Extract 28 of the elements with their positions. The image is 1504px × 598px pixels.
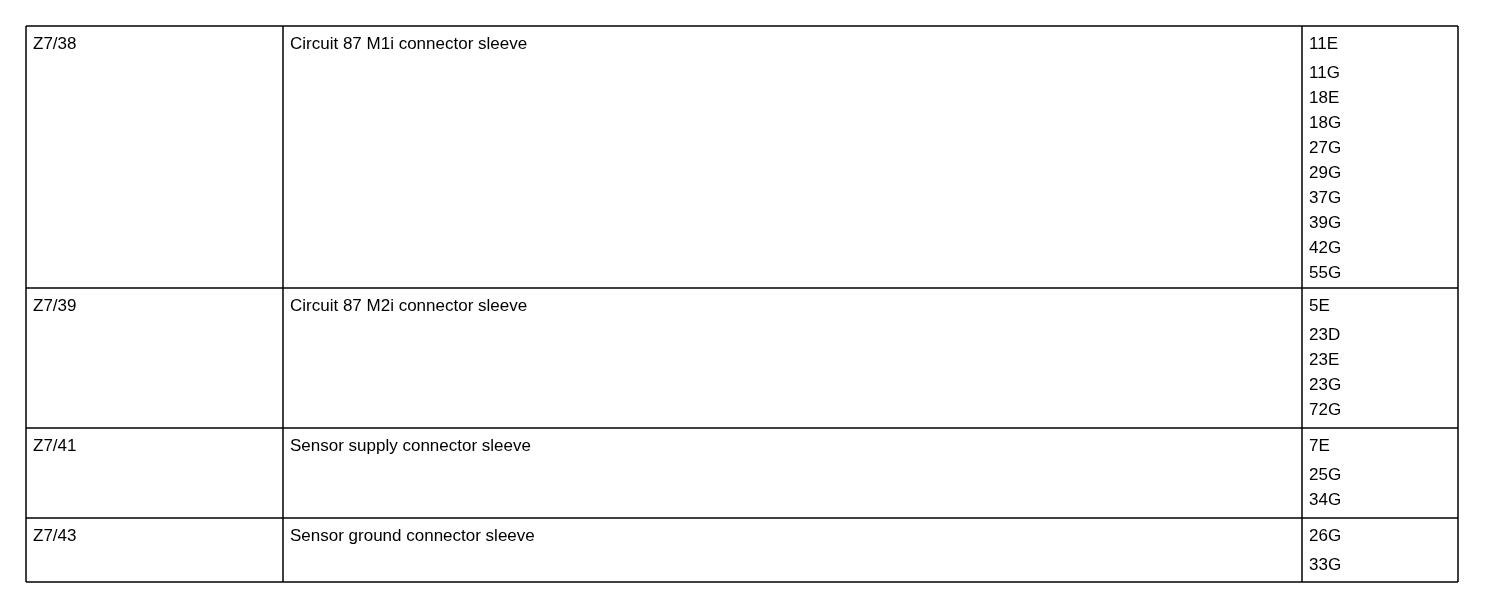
grid-reference: 37G [1309, 188, 1342, 208]
grid-reference: 33G [1309, 555, 1342, 575]
grid-reference: 34G [1309, 490, 1342, 510]
connector-id: Z7/38 [33, 34, 77, 54]
grid-reference: 42G [1309, 238, 1342, 258]
grid-reference: 55G [1309, 263, 1342, 283]
grid-reference: 23D [1309, 325, 1341, 345]
grid-reference: 11G [1309, 63, 1340, 83]
grid-reference: 72G [1309, 400, 1342, 420]
connector-description: Sensor ground connector sleeve [290, 526, 535, 546]
grid-reference: 39G [1309, 213, 1342, 233]
grid-reference: 18E [1309, 88, 1340, 108]
grid-reference: 18G [1309, 113, 1342, 133]
grid-reference: 27G [1309, 138, 1342, 158]
grid-reference: 7E [1309, 436, 1330, 456]
connector-description: Circuit 87 M2i connector sleeve [290, 296, 528, 316]
connector-description: Circuit 87 M1i connector sleeve [290, 34, 528, 54]
connector-id: Z7/41 [33, 436, 77, 456]
grid-reference: 23E [1309, 350, 1340, 370]
grid-reference: 25G [1309, 465, 1342, 485]
grid-reference: 5E [1309, 296, 1330, 316]
connector-id: Z7/39 [33, 296, 77, 316]
grid-reference: 23G [1309, 375, 1342, 395]
connector-description: Sensor supply connector sleeve [290, 436, 531, 456]
connector-id: Z7/43 [33, 526, 77, 546]
grid-reference: 11E [1309, 34, 1338, 54]
grid-reference: 29G [1309, 163, 1342, 183]
grid-reference: 26G [1309, 526, 1342, 546]
